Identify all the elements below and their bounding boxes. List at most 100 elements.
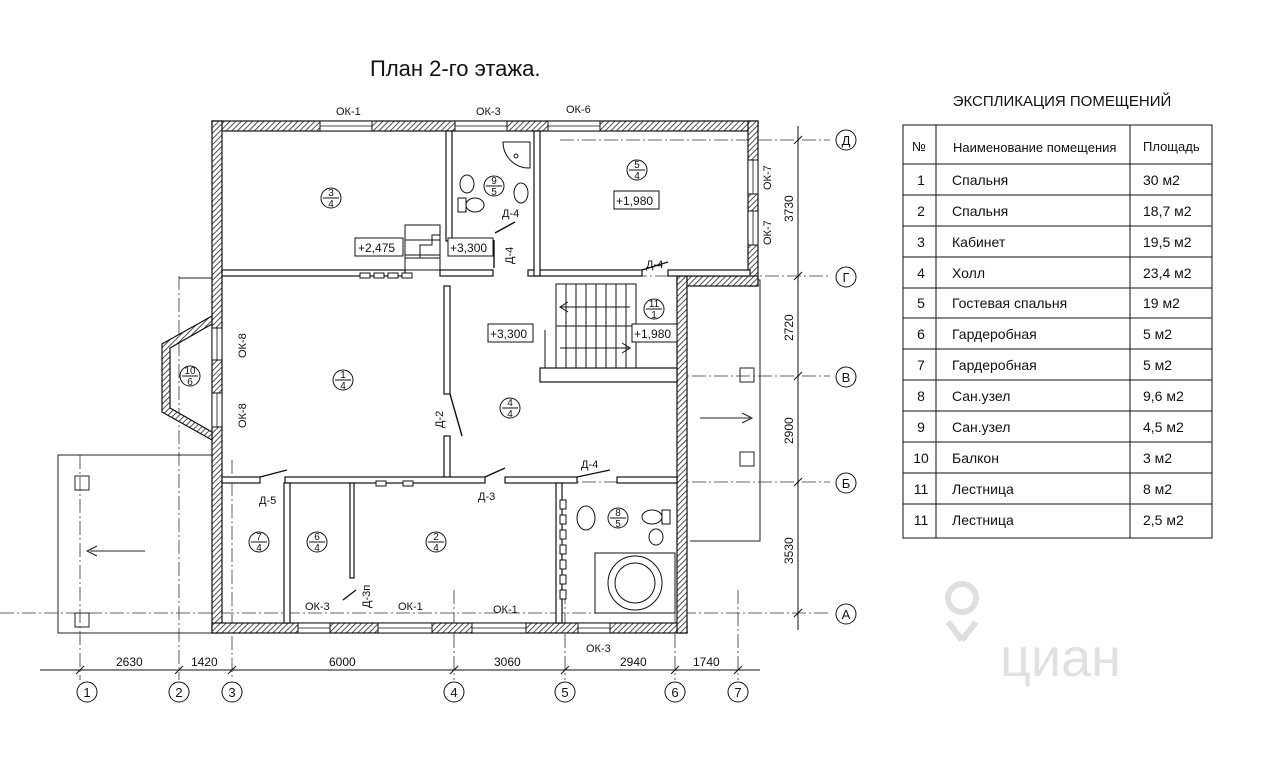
explication-title: ЭКСПЛИКАЦИЯ ПОМЕЩЕНИЙ — [953, 92, 1172, 110]
room-number: 2 — [433, 532, 439, 543]
dimension-label: 2900 — [782, 417, 796, 444]
axis-lines — [0, 139, 830, 680]
room-sub: 5 — [491, 187, 497, 198]
window-label: ОК-3 — [476, 106, 501, 118]
table-cell: 30 м2 — [1143, 172, 1180, 188]
window-label: ОК-6 — [566, 104, 591, 116]
axis-letter: Г — [842, 270, 849, 285]
table-cell: 2,5 м2 — [1143, 512, 1184, 528]
axis-number: 3 — [228, 685, 235, 700]
axis-bubbles — [76, 129, 857, 703]
table-cell: 5 м2 — [1143, 357, 1172, 373]
room-markers: 3 4 9 5 5 4 11 1 1 4 4 4 1 — [179, 159, 665, 554]
axis-letter: В — [842, 370, 851, 385]
elevation-label: +3,300 — [450, 241, 487, 255]
room-marker: 6 4 — [306, 531, 328, 554]
window-label: ОК-3 — [305, 601, 330, 613]
table-cell: 19,5 м2 — [1143, 234, 1192, 250]
room-number: 6 — [314, 532, 320, 543]
axis-number: 1 — [83, 685, 90, 700]
window-label: ОК-7 — [762, 165, 774, 190]
room-sub: 4 — [634, 171, 640, 182]
dimension-label: 3730 — [782, 195, 796, 222]
table-cell: Балкон — [952, 450, 999, 466]
table-cell: 3 — [917, 234, 925, 250]
axis-letter: Б — [842, 476, 851, 491]
room-marker: 9 5 — [483, 175, 505, 198]
axis-letter: А — [842, 607, 851, 622]
table-cell: Сан.узел — [952, 419, 1010, 435]
door-label: Д-4 — [502, 208, 519, 220]
table-cell: Гостевая спальня — [952, 295, 1067, 311]
table-cell: 4 — [917, 265, 925, 281]
room-marker: 11 1 — [643, 298, 665, 321]
room-sub: 4 — [256, 543, 262, 554]
door-label: Д-2 — [434, 411, 446, 428]
table-header-cell: Площадь — [1143, 139, 1200, 154]
table-cell: 23,4 м2 — [1143, 265, 1192, 281]
table-header-cell: Наименование помещения — [953, 140, 1116, 155]
room-number: 4 — [507, 398, 513, 409]
axis-number: 7 — [734, 685, 741, 700]
bay-window — [161, 314, 213, 442]
table-cell: 3 м2 — [1143, 450, 1172, 466]
table-cell: 19 м2 — [1143, 295, 1180, 311]
table-cell: 5 — [917, 295, 925, 311]
doors — [259, 221, 669, 601]
table-cell: Сан.узел — [952, 388, 1010, 404]
closet-fixtures — [359, 272, 567, 600]
elevation-label: +1,980 — [616, 194, 653, 208]
door-label: Д-3 — [478, 491, 495, 503]
room-number: 9 — [491, 176, 497, 187]
window-label: ОК-3 — [586, 643, 611, 655]
room-marker: 4 4 — [499, 397, 521, 420]
door-label: Д-4 — [504, 247, 516, 264]
axis-number: 6 — [671, 685, 678, 700]
stairs — [404, 224, 637, 369]
room-marker: 8 5 — [607, 507, 629, 530]
table-cell: 7 — [917, 357, 925, 373]
window-label: ОК-1 — [336, 106, 361, 118]
axis-number: 5 — [561, 685, 568, 700]
door-label: Д-4 — [646, 259, 663, 271]
dimension-label: 6000 — [329, 655, 356, 669]
dimension-label: 1420 — [191, 655, 218, 669]
dimension-label: 2720 — [782, 314, 796, 341]
room-sub: 4 — [328, 199, 334, 210]
room-sub: 6 — [187, 377, 193, 388]
room-sub: 4 — [507, 409, 513, 420]
door-label: Д-3п — [361, 585, 373, 608]
room-number: 1 — [340, 370, 346, 381]
table-cell: 2 — [917, 203, 925, 219]
window-label: ОК-8 — [237, 333, 249, 358]
dimension-lines — [40, 126, 803, 675]
room-number: 7 — [256, 532, 262, 543]
table-row: 7 Гардеробная 5 м2 — [917, 357, 1172, 373]
window-label: ОК-1 — [398, 601, 423, 613]
explication-table — [902, 124, 1213, 539]
window-label: ОК-8 — [237, 403, 249, 428]
room-number: 5 — [634, 160, 640, 171]
elevation-label: +3,300 — [490, 327, 527, 341]
room-number: 11 — [649, 299, 660, 310]
window-label: ОК-1 — [493, 604, 518, 616]
dimension-label: 2940 — [620, 655, 647, 669]
room-sub: 4 — [433, 543, 439, 554]
dimension-label: 2630 — [116, 655, 143, 669]
page-title: План 2-го этажа. — [370, 56, 540, 81]
location-pin-icon — [945, 581, 980, 642]
table-cell: Гардеробная — [952, 357, 1037, 373]
table-cell: Лестница — [952, 481, 1014, 497]
table-cell: 5 м2 — [1143, 326, 1172, 342]
table-cell: Лестница — [952, 512, 1014, 528]
table-cell: 1 — [917, 172, 925, 188]
table-cell: 10 — [913, 450, 929, 466]
table-header-cell: № — [912, 139, 926, 154]
